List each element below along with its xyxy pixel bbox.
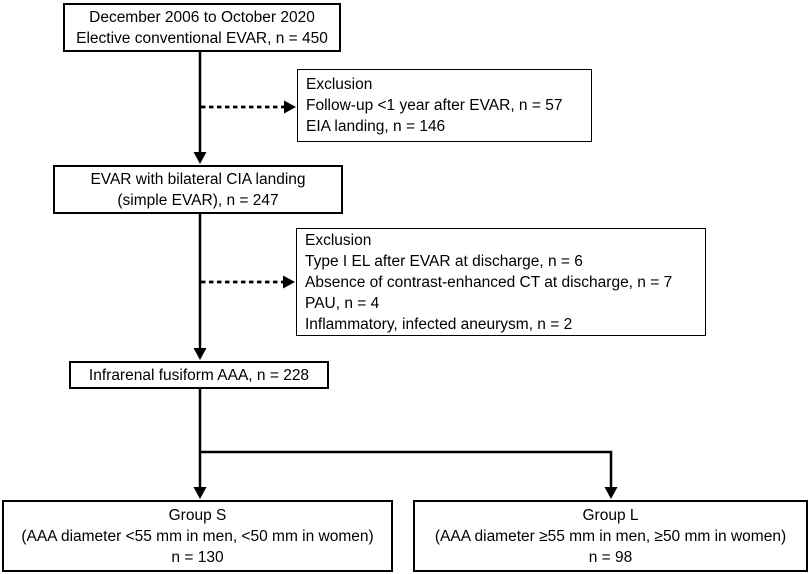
exclusion1-item-eia-landing: EIA landing, n = 146	[306, 118, 446, 135]
exclusion2-item-no-ct: Absence of contrast-enhanced CT at disch…	[305, 273, 673, 291]
infrarenal-aaa-text: Infrarenal fusiform AAA, n = 228	[88, 366, 310, 384]
group-s-criteria: (AAA diameter <55 mm in men, <50 mm in w…	[21, 527, 374, 545]
group-l-criteria: (AAA diameter ≥55 mm in men, ≥50 mm in w…	[434, 527, 787, 545]
group-l-box: Group L (AAA diameter ≥55 mm in men, ≥50…	[413, 500, 808, 572]
simple-evar-text: EVAR with bilateral CIA landing	[90, 170, 306, 188]
simple-evar-count-text: (simple EVAR), n = 247	[117, 191, 279, 209]
arrow-aaa-to-group-l	[200, 450, 618, 499]
exclusion2-item-inflammatory: Inflammatory, infected aneurysm, n = 2	[305, 315, 573, 333]
arrow-simple-evar-to-aaa	[193, 214, 207, 360]
simple-evar-box: EVAR with bilateral CIA landing (simple …	[53, 165, 343, 214]
exclusion2-item-type1-el: Type I EL after EVAR at discharge, n = 6	[305, 252, 583, 270]
enrollment-box: December 2006 to October 2020 Elective c…	[63, 3, 341, 52]
exclusion2-title: Exclusion	[305, 231, 372, 249]
arrow-dashed-to-exclusion2	[201, 275, 295, 289]
group-l-count: n = 98	[588, 548, 633, 566]
exclusion1-item-followup: Follow-up <1 year after EVAR, n = 57	[306, 97, 563, 114]
exclusion2-item-pau: PAU, n = 4	[305, 294, 380, 312]
enrollment-period-text: December 2006 to October 2020	[89, 8, 315, 26]
group-s-box: Group S (AAA diameter <55 mm in men, <50…	[2, 500, 393, 572]
arrow-aaa-to-group-s	[193, 389, 207, 499]
arrow-dashed-to-exclusion1	[201, 100, 296, 114]
group-s-title: Group S	[168, 506, 227, 524]
exclusion1-title: Exclusion	[306, 76, 373, 93]
exclusion1-box: Exclusion Follow-up <1 year after EVAR, …	[297, 69, 592, 142]
infrarenal-aaa-box: Infrarenal fusiform AAA, n = 228	[69, 361, 329, 389]
group-l-title: Group L	[582, 506, 639, 524]
arrow-enrollment-to-simple-evar	[193, 51, 207, 164]
exclusion2-box: Exclusion Type I EL after EVAR at discha…	[296, 228, 706, 336]
enrollment-count-text: Elective conventional EVAR, n = 450	[76, 29, 328, 47]
group-s-count: n = 130	[171, 548, 224, 566]
